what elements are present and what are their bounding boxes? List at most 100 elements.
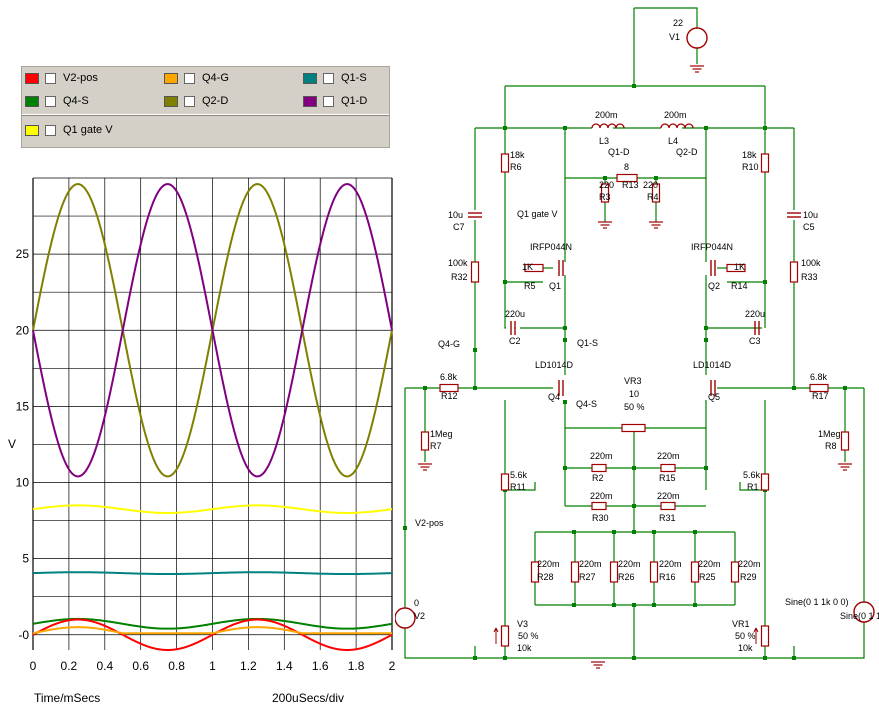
legend-checkbox[interactable] [323,95,334,107]
x-tick-label: 0 [30,659,37,673]
legend-checkbox[interactable] [45,72,56,84]
junction-dot [563,326,567,330]
component-label: 220m [659,559,682,569]
component-label: Q1 gate V [517,209,558,219]
legend-item-q4-s[interactable]: Q4-S [25,92,89,110]
component-label: C5 [803,222,815,232]
resistor [789,261,799,283]
component-label: R16 [659,572,676,582]
wire [634,7,698,28]
trace-q4-s [32,617,393,630]
component-label: LD1014D [693,360,732,370]
resistor [591,463,607,473]
y-tick-label: 5 [22,552,29,566]
trace-q4-g [32,626,392,635]
legend-swatch [25,95,39,107]
legend-checkbox[interactable] [45,124,56,136]
x-tick-label: 1.6 [312,659,329,673]
component-label: R32 [451,272,468,282]
x-tick-label: 0.4 [96,659,113,673]
junction-dot [652,530,656,534]
component-label: 200m [595,110,618,120]
trace-q1-d [32,183,393,478]
junction-dot [843,386,847,390]
component-label: 8 [624,162,629,172]
component-label: Q2-D [676,147,698,157]
junction-dot [423,386,427,390]
legend-checkbox[interactable] [184,72,195,84]
potentiometer-arrow [493,627,499,644]
component-label: 6.8k [810,372,828,382]
legend-item-q2-d[interactable]: Q2-D [164,92,228,110]
component-label: L4 [668,136,678,146]
legend-checkbox[interactable] [184,95,195,107]
inductor [660,123,694,129]
y-tick-label: 15 [16,399,30,413]
component-label: L3 [599,136,609,146]
schematic-components [395,27,875,669]
legend-item-q1-d[interactable]: Q1-D [303,92,367,110]
resistor [524,263,544,273]
legend-item-q4-g[interactable]: Q4-G [164,69,229,87]
component-label: 0 [414,598,419,608]
y-tick-label: 20 [16,323,30,337]
junction-dot [632,603,636,607]
legend-label: Q1-D [341,95,368,107]
component-label: R14 [731,281,748,291]
legend-checkbox[interactable] [45,95,56,107]
resistor [530,561,540,583]
junction-dot [503,656,507,660]
legend-label: Q2-D [202,95,229,107]
junction-dot [704,466,708,470]
y-axis-label: V [8,437,16,451]
junction-dot [763,126,767,130]
component-label: R2 [592,473,604,483]
component-label: 10u [448,210,463,220]
junction-dot [563,400,567,404]
component-label: R30 [592,513,609,523]
component-label: 1K [522,262,533,272]
junction-dot [632,656,636,660]
resistor [600,183,610,203]
legend-item-q1-gate-v[interactable]: Q1 gate V [25,121,113,139]
component-label: 22 [673,18,683,28]
legend-checkbox[interactable] [323,72,334,84]
x-tick-label: 0.8 [168,659,185,673]
junction-dot [693,603,697,607]
component-label: Q4 [548,392,560,402]
legend-item-v2-pos[interactable]: V2-pos [25,69,98,87]
component-label: LD1014D [535,360,574,370]
component-label: 220m [698,559,721,569]
component-label: 220u [505,309,525,319]
component-label: V3 [517,619,528,629]
resistor [760,473,770,491]
resistor [730,561,740,583]
wire [505,482,536,491]
y-tick-label: -0 [18,628,29,642]
junction-dot [763,280,767,284]
resistor [470,261,480,283]
component-label: 10 [629,389,639,399]
component-label: R8 [825,441,837,451]
component-label: R1 [747,482,759,492]
component-label: VR1 [732,619,750,629]
resistor [500,473,510,491]
wire [739,482,765,491]
component-label: IRFP044N [691,242,733,252]
plot-grid [32,177,393,650]
junction-dot [473,348,477,352]
component-label: 220m [657,451,680,461]
legend-item-q1-s[interactable]: Q1-S [303,69,367,87]
component-label: 1K [734,262,745,272]
y-tick-label: 25 [16,247,30,261]
component-label: R31 [659,513,676,523]
junction-dot [792,386,796,390]
component-label: Q1-S [577,338,598,348]
resistor [609,561,619,583]
resistor [690,561,700,583]
junction-dot [473,386,477,390]
trace-q1-s [32,571,393,576]
component-label: C3 [749,336,761,346]
